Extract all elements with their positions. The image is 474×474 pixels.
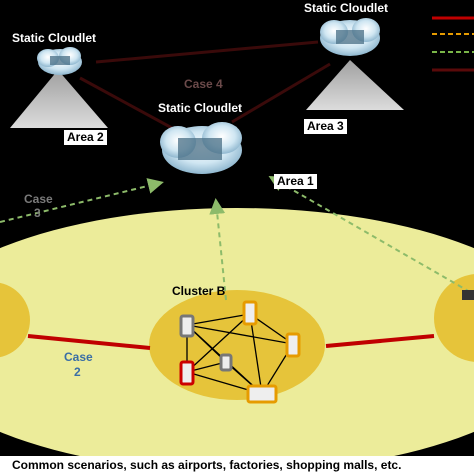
case4-link-top	[95, 40, 319, 64]
cluster-left	[0, 282, 30, 358]
mobile-device-gray-1	[179, 314, 195, 338]
cluster-b-label: Cluster B	[172, 284, 226, 298]
case4-link-left	[79, 76, 173, 130]
cloudlet-center-cloud	[160, 122, 242, 174]
case2-label-line2: 2	[74, 365, 81, 379]
mobile-device-red	[179, 360, 195, 386]
mobile-device-gray-2	[219, 353, 233, 372]
cluster-up-arrow	[209, 198, 227, 301]
case3-label-line1: Case	[24, 192, 53, 206]
mobile-device-orange-2	[285, 332, 301, 358]
area3-mountain	[306, 60, 404, 110]
case2-link-left	[27, 334, 151, 350]
cloudlet-center-label: Static Cloudlet	[158, 101, 243, 115]
caption: Common scenarios, such as airports, fact…	[0, 456, 474, 474]
mobile-device-orange-1	[242, 300, 258, 326]
area1-label: Area 1	[274, 174, 317, 189]
mobile-device-orange-3	[246, 384, 278, 404]
cloudlet-left-label: Static Cloudlet	[12, 31, 97, 45]
case4-label: Case 4	[184, 77, 223, 91]
mobile-device-right-partial	[462, 290, 474, 300]
area1-arrow	[268, 176, 471, 293]
case2-link-right	[325, 334, 435, 348]
case3-label-line2: 3	[34, 206, 41, 220]
area2-label: Area 2	[64, 130, 107, 145]
cloudlet-left-cloud	[37, 47, 82, 75]
case3-arrow	[0, 178, 164, 223]
case4-link-right	[231, 62, 331, 124]
area3-label: Area 3	[304, 119, 347, 134]
case2-label-line1: Case	[64, 350, 93, 364]
cloudlet-right-label: Static Cloudlet	[304, 1, 389, 15]
area2-mountain	[10, 70, 108, 128]
cloudlet-right-cloud	[320, 18, 380, 56]
